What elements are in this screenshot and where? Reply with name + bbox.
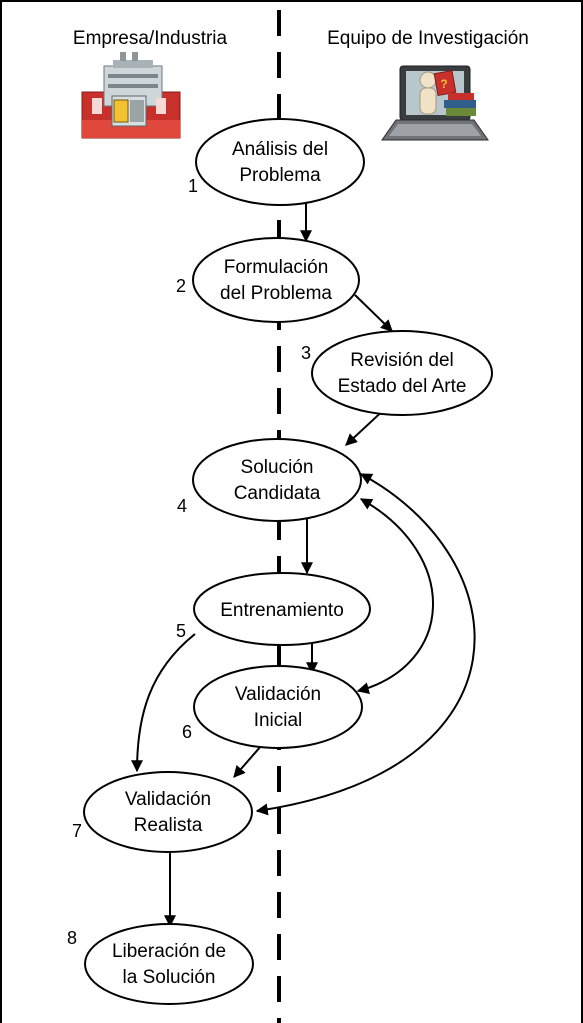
step-5: Entrenamiento 5	[176, 572, 371, 646]
step-5-number: 5	[176, 621, 186, 641]
arrow-5-to-7	[131, 633, 196, 773]
step-3-node	[311, 330, 493, 416]
step-6-line2: Inicial	[254, 710, 303, 731]
step-7-node	[83, 771, 253, 853]
step-3-line2: Estado del Arte	[338, 376, 467, 397]
step-3-line1: Revisión del	[350, 350, 454, 371]
step-3-number: 3	[301, 343, 311, 363]
step-6-number: 6	[182, 722, 192, 742]
step-1-number: 1	[188, 176, 198, 196]
step-5-node	[193, 572, 371, 646]
column-header-left: Empresa/Industria	[73, 28, 228, 49]
step-1: Análisis del Problema 1	[188, 118, 365, 206]
step-8-line2: la Solución	[123, 967, 216, 988]
step-4: Solución Candidata 4	[177, 438, 362, 522]
step-2-node	[192, 237, 360, 323]
step-7-line2: Realista	[134, 815, 203, 836]
step-2: Formulación del Problema 2	[176, 237, 360, 323]
step-1-line1: Análisis del	[232, 139, 328, 160]
step-8-line1: Liberación de	[112, 941, 226, 962]
step-7-line1: Validación	[125, 789, 211, 810]
step-4-line2: Candidata	[234, 483, 321, 504]
laptop-research-icon: ?	[381, 65, 489, 141]
arrow-2-to-3	[354, 294, 393, 332]
column-header-right: Equipo de Investigación	[327, 28, 529, 49]
step-6-node	[193, 665, 363, 749]
step-7: Validación Realista 7	[72, 771, 253, 853]
arrow-4-to-7	[255, 473, 476, 816]
step-5-line1: Entrenamiento	[220, 600, 344, 621]
connectors	[131, 196, 476, 928]
step-6: Validación Inicial 6	[182, 665, 363, 749]
factory-icon	[81, 52, 181, 139]
step-8-number: 8	[67, 928, 77, 948]
step-6-line1: Validación	[235, 684, 321, 705]
step-4-line1: Solución	[241, 457, 314, 478]
svg-text:?: ?	[440, 77, 447, 91]
step-4-node	[192, 438, 362, 522]
step-2-line1: Formulación	[224, 257, 329, 278]
step-2-number: 2	[176, 276, 186, 296]
step-7-number: 7	[72, 821, 82, 841]
step-1-node	[195, 118, 365, 206]
step-8: Liberación de la Solución 8	[67, 923, 254, 1005]
step-8-node	[84, 923, 254, 1005]
step-4-number: 4	[177, 496, 187, 516]
arrow-4-to-6	[356, 498, 434, 694]
step-1-line2: Problema	[239, 165, 321, 186]
step-2-line2: del Problema	[220, 283, 332, 304]
step-3: Revisión del Estado del Arte 3	[301, 330, 493, 416]
